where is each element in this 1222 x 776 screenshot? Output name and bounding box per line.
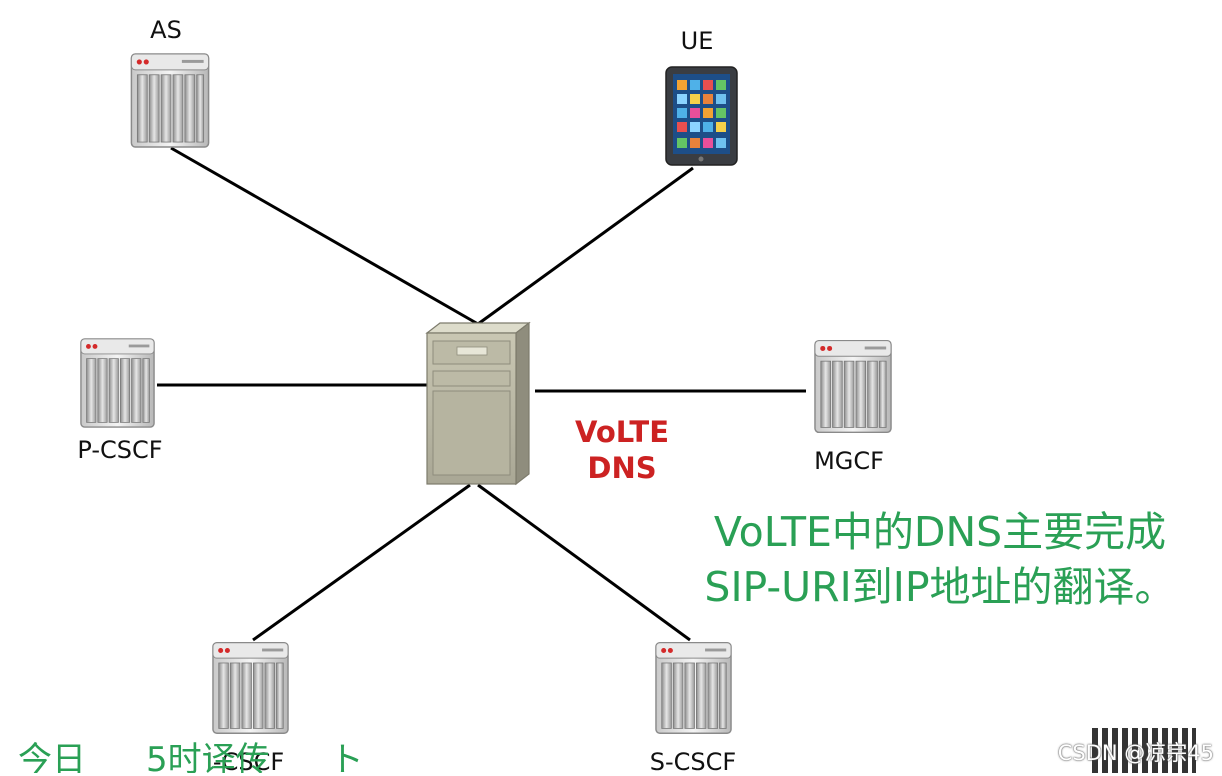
volte-dns-label-line1: VoLTE <box>574 415 670 449</box>
footer-subtitle-part2: 5时译传 <box>146 740 270 773</box>
qr-code-image <box>1092 728 1196 773</box>
footer-subtitle: 今日 5时译传 ト <box>0 738 364 773</box>
link-dns-scscf <box>477 483 691 642</box>
node-label-scscf: S-CSCF <box>649 748 737 776</box>
footer-subtitle-part3: ト <box>329 740 364 773</box>
node-label-pcscf: P-CSCF <box>77 436 163 464</box>
node-label-ue: UE <box>680 27 714 55</box>
node-label-mgcf: MGCF <box>814 447 884 475</box>
links <box>157 146 806 642</box>
link-ue-dns <box>477 166 694 326</box>
node-label-icscf: I-CSCF <box>205 748 285 776</box>
scscf-server-icon <box>655 642 732 734</box>
link-dns-icscf <box>252 483 471 642</box>
explanation-note-line1: VoLTE中的DNS主要完成 <box>713 508 1167 556</box>
explanation-note: VoLTE中的DNS主要完成 SIP-URI到IP地址的翻译。 <box>660 505 1220 615</box>
volte-dns-label: VoLTE DNS <box>575 414 669 486</box>
csdn-watermark: CSDN @凉宗45 <box>1057 741 1214 765</box>
node-label-as: AS <box>150 16 182 44</box>
icscf-server-icon <box>212 642 289 734</box>
footer-subtitle-part1: 今日 <box>18 740 86 773</box>
pcscf-server-icon <box>80 338 155 428</box>
as-server-icon <box>130 53 210 148</box>
link-as-dns <box>170 146 479 326</box>
mgcf-server-icon <box>814 339 892 434</box>
explanation-note-line2: SIP-URI到IP地址的翻译。 <box>704 563 1176 611</box>
dns-server-icon <box>425 321 531 486</box>
volte-dns-label-line2: DNS <box>587 451 657 485</box>
tablet-icon <box>665 66 738 166</box>
